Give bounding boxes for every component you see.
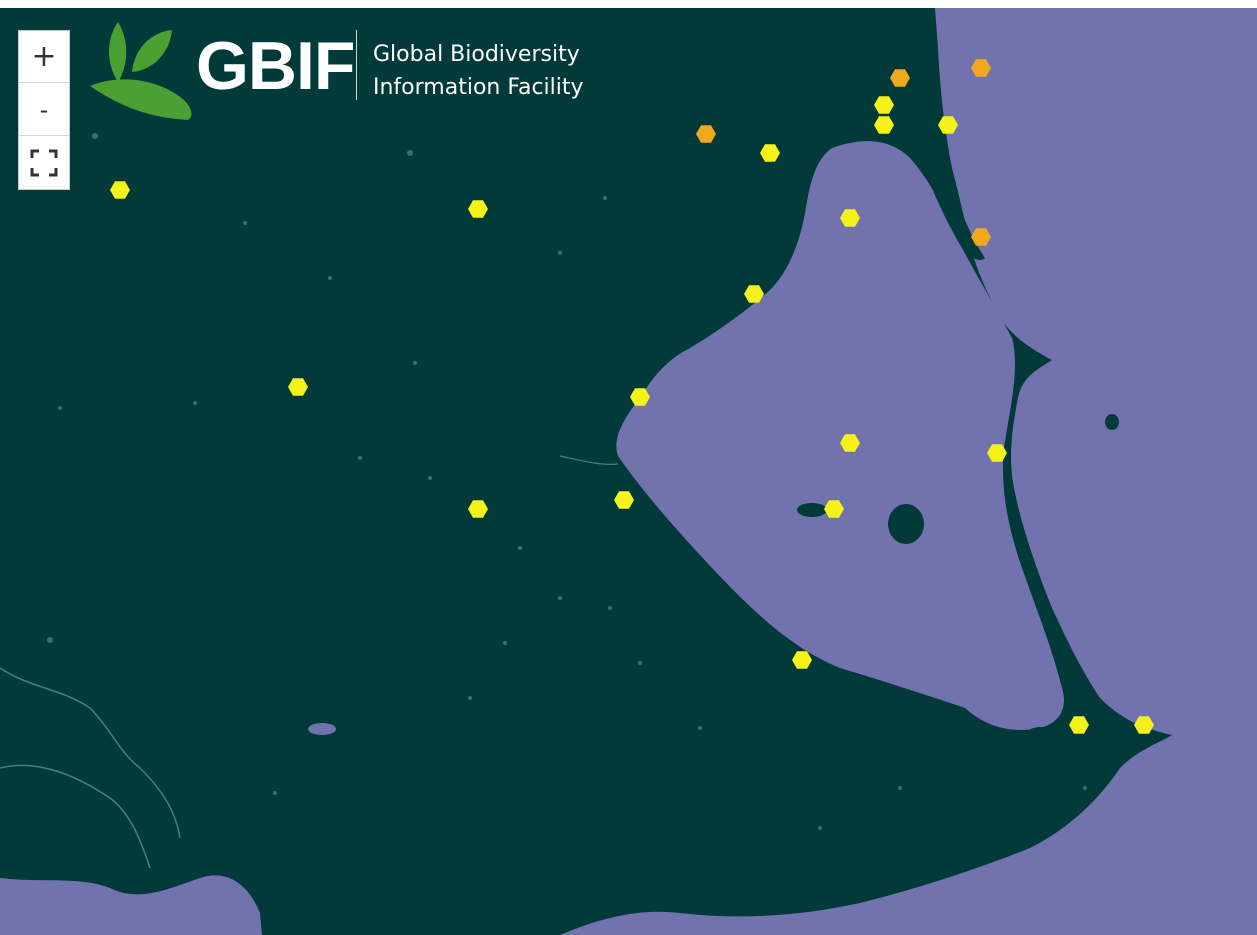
occurrence-marker[interactable] — [792, 651, 812, 669]
occurrence-marker[interactable] — [468, 500, 488, 518]
lagoon-island — [797, 503, 827, 517]
pond — [1105, 414, 1119, 430]
lagoon-island — [1028, 727, 1052, 739]
occurrence-layer — [110, 59, 1154, 734]
river-line — [0, 764, 151, 869]
northern-sandbar — [888, 50, 985, 260]
occurrence-marker[interactable] — [971, 59, 991, 77]
southern-bay — [0, 875, 262, 935]
river-line — [559, 455, 619, 465]
logo-tagline: Global Biodiversity Information Facility — [373, 38, 584, 104]
occurrence-marker[interactable] — [874, 96, 894, 114]
map-canvas[interactable] — [0, 8, 1257, 935]
occurrence-marker[interactable] — [971, 228, 991, 246]
logo-tagline-line1: Global Biodiversity — [373, 42, 580, 67]
occurrence-marker[interactable] — [840, 434, 860, 452]
occurrence-marker[interactable] — [938, 116, 958, 134]
occurrence-marker[interactable] — [824, 500, 844, 518]
occurrence-marker[interactable] — [1134, 716, 1154, 734]
occurrence-marker[interactable] — [744, 285, 764, 303]
occurrence-marker[interactable] — [288, 378, 308, 396]
fullscreen-icon — [30, 149, 58, 177]
occurrence-marker[interactable] — [1069, 716, 1089, 734]
occurrence-marker[interactable] — [468, 200, 488, 218]
zoom-controls: + - — [18, 30, 70, 190]
occurrence-marker[interactable] — [696, 125, 716, 143]
river-line — [0, 667, 181, 839]
zoom-in-button[interactable]: + — [19, 31, 69, 83]
map-view[interactable]: + - GBIF Global Biodiversity Information… — [0, 8, 1257, 935]
lagoon-water — [616, 141, 1064, 730]
zoom-out-button[interactable]: - — [19, 84, 69, 136]
pond — [308, 723, 336, 735]
occurrence-marker[interactable] — [840, 209, 860, 227]
leaf-icon — [90, 22, 192, 120]
lagoon-island — [888, 504, 924, 544]
occurrence-marker[interactable] — [760, 144, 780, 162]
fullscreen-button[interactable] — [19, 137, 69, 189]
sea-water — [560, 8, 1257, 935]
gbif-logo[interactable]: GBIF Global Biodiversity Information Fac… — [88, 14, 588, 124]
occurrence-marker[interactable] — [987, 444, 1007, 462]
logo-divider — [356, 30, 357, 100]
occurrence-marker[interactable] — [614, 491, 634, 509]
occurrence-marker[interactable] — [890, 69, 910, 87]
logo-tagline-line2: Information Facility — [373, 75, 584, 100]
gbif-wordmark: GBIF — [196, 28, 355, 104]
small-ponds — [47, 133, 1087, 870]
occurrence-marker[interactable] — [874, 116, 894, 134]
occurrence-marker[interactable] — [630, 388, 650, 406]
occurrence-marker[interactable] — [110, 181, 130, 199]
